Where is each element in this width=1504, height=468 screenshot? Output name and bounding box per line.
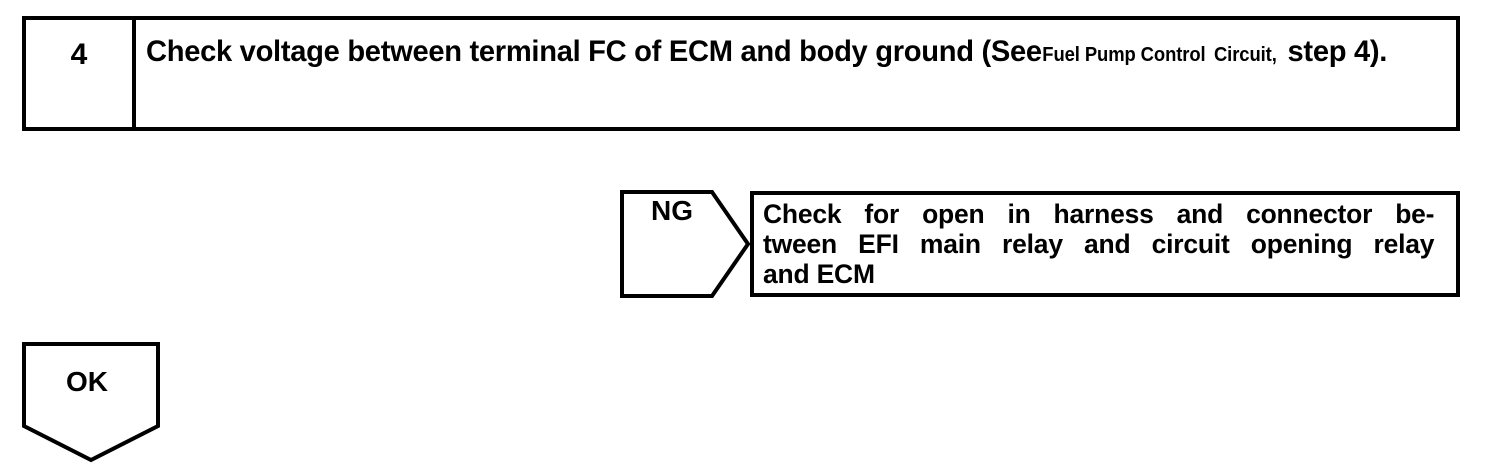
step-reference-title-part2: Circuit, xyxy=(1213,44,1277,66)
ok-branch: OK xyxy=(22,342,162,468)
step-number: 4 xyxy=(70,38,88,71)
step-instruction-main: Check voltage between terminal FC of ECM… xyxy=(146,35,1042,68)
ng-result-line-1: Check for open in harness and connector … xyxy=(763,199,1435,229)
ng-result-box: Check for open in harness and connector … xyxy=(750,191,1460,297)
step-number-cell: 4 xyxy=(26,20,136,127)
ng-result-line-2: tween EFI main relay and circuit opening… xyxy=(763,228,1435,259)
ng-result-line-3: and ECM xyxy=(763,258,875,289)
ng-arrow-shape: NG xyxy=(620,190,750,298)
ok-label: OK xyxy=(66,366,108,397)
ng-pentagon-path xyxy=(620,190,750,298)
step-reference-title-part1: Fuel Pump Control xyxy=(1041,44,1206,66)
step-instruction-tail: step 4). xyxy=(1287,35,1388,68)
ng-arrow-icon xyxy=(620,190,750,298)
step-instruction-text: Check voltage between terminal FC of ECM… xyxy=(146,33,1413,71)
ok-arrow-icon xyxy=(22,342,160,463)
step-instruction-cell: Check voltage between terminal FC of ECM… xyxy=(136,20,1456,127)
ok-pentagon-path xyxy=(22,342,160,463)
ng-result-text: Check for open in harness and connector … xyxy=(763,199,1435,290)
step-row: 4 Check voltage between terminal FC of E… xyxy=(22,16,1460,131)
ng-label: NG xyxy=(651,195,693,226)
ng-branch: NG Check for open in harness and connect… xyxy=(620,190,1460,298)
